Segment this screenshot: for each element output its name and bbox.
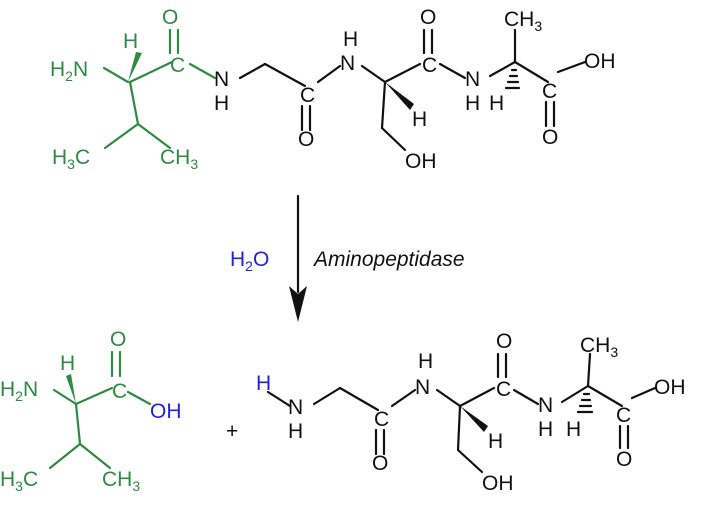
atom-C: C [616, 404, 631, 427]
atom-H: H [566, 418, 581, 441]
wedge-bond [460, 406, 488, 432]
methyl-right: CH3 [102, 468, 140, 494]
atom-C: C [542, 80, 557, 103]
tetrapeptide: O H H2N C H3C CH3 N H C O H N H OH O C N… [50, 6, 616, 173]
atom-H: H [288, 420, 303, 443]
methyl-left: H3C [0, 468, 38, 494]
hydroxyl-from-water: OH [150, 400, 182, 423]
tripeptide-product: H N H C O H N H OH O C N H H CH3 C OH O [256, 330, 686, 495]
atom-H: H [412, 108, 427, 131]
atom-H: H [489, 92, 504, 115]
atom-O: O [542, 126, 558, 149]
hydroxyl: OH [405, 150, 437, 173]
atom-O: O [372, 452, 388, 475]
wedge-bond [128, 52, 142, 82]
hydroxyl: OH [584, 50, 616, 73]
hydroxyl: OH [654, 376, 686, 399]
wedge-bond [385, 82, 414, 110]
atom-H: H [488, 430, 503, 453]
valine-residue-bonds [102, 28, 217, 150]
atom-H: H [418, 350, 433, 373]
atom-C: C [170, 54, 185, 77]
water-reagent: H2O [230, 248, 269, 274]
atom-O: O [616, 448, 632, 471]
wedge-bond [66, 374, 76, 404]
atom-C: C [496, 378, 511, 401]
valine-product: O H H2N C OH H3C CH3 [0, 328, 182, 494]
atom-C: C [374, 408, 389, 431]
atom-N: N [415, 376, 430, 399]
atom-N: N [340, 52, 355, 75]
enzyme-label: Aminopeptidase [312, 248, 465, 271]
amine-group: H2N [50, 58, 88, 84]
atom-H: H [465, 92, 480, 115]
plus-sign: + [226, 420, 238, 443]
arrowhead-icon [289, 286, 307, 322]
atom-O: O [298, 128, 314, 151]
atom-H: H [60, 352, 75, 375]
atom-C: C [112, 380, 127, 403]
atom-H: H [123, 30, 138, 53]
atom-O: O [110, 328, 126, 351]
atom-C: C [300, 84, 315, 107]
hashed-bond [576, 392, 594, 414]
reaction-arrow [289, 194, 307, 322]
methyl-right: CH3 [160, 146, 198, 172]
hashed-bond [504, 68, 521, 90]
atom-O: O [162, 6, 178, 29]
atom-H-from-water: H [256, 372, 271, 395]
methyl-left: H3C [52, 146, 90, 172]
atom-N: N [288, 396, 303, 419]
hydroxyl: OH [482, 472, 514, 495]
atom-N: N [214, 68, 229, 91]
backbone-bonds [238, 28, 587, 152]
methyl-top: CH3 [504, 8, 542, 34]
atom-C: C [422, 54, 437, 77]
amine-group: H2N [0, 378, 38, 404]
atom-N: N [465, 68, 480, 91]
atom-H: H [538, 418, 553, 441]
methyl-top: CH3 [580, 334, 618, 360]
atom-N: N [538, 394, 553, 417]
atom-H: H [343, 28, 358, 51]
atom-O: O [420, 6, 436, 29]
atom-O: O [496, 330, 512, 353]
atom-H: H [214, 92, 229, 115]
